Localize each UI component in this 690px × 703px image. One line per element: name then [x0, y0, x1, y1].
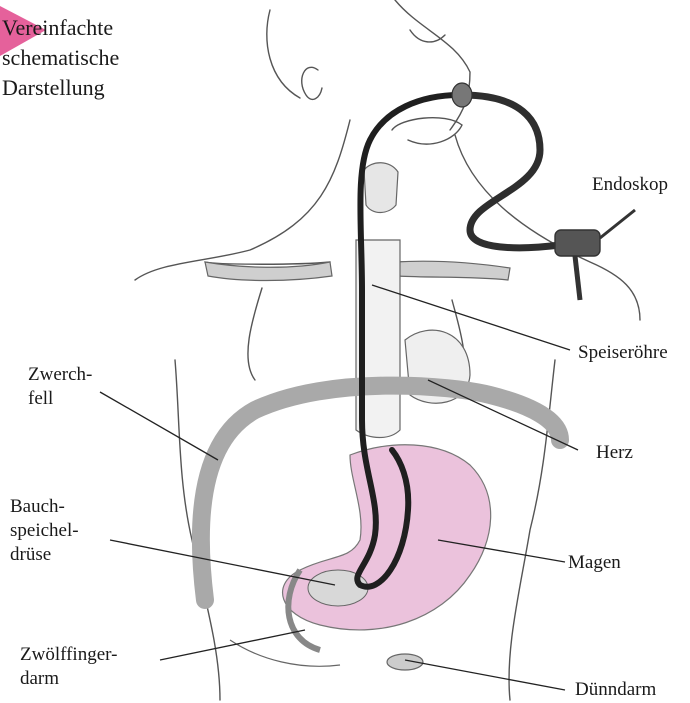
label-zwoelffingerdarm: Zwölffinger- darm — [20, 643, 117, 691]
label-herz: Herz — [596, 441, 633, 465]
endoscope-handle — [555, 210, 635, 300]
label-speiseroehre: Speiseröhre — [578, 341, 668, 365]
label-bauchspeicheldruese: Bauch- speichel- drüse — [10, 495, 79, 567]
stomach — [283, 445, 491, 630]
leader-bauchspeicheldruese — [110, 540, 335, 585]
leader-zwerchfell — [100, 392, 218, 460]
label-duenndarm: Dünndarm — [575, 678, 656, 702]
diagram-title: Vereinfachte schematische Darstellung — [2, 13, 119, 103]
leader-speiseroehre — [372, 285, 570, 350]
mouthpiece — [452, 83, 472, 107]
endoscope-tube — [462, 95, 560, 248]
label-zwerchfell: Zwerch- fell — [28, 363, 92, 411]
leader-duenndarm — [405, 660, 565, 690]
leader-zwoelffingerdarm — [160, 630, 305, 660]
label-endoskop: Endoskop — [592, 173, 668, 197]
label-magen: Magen — [568, 551, 621, 575]
